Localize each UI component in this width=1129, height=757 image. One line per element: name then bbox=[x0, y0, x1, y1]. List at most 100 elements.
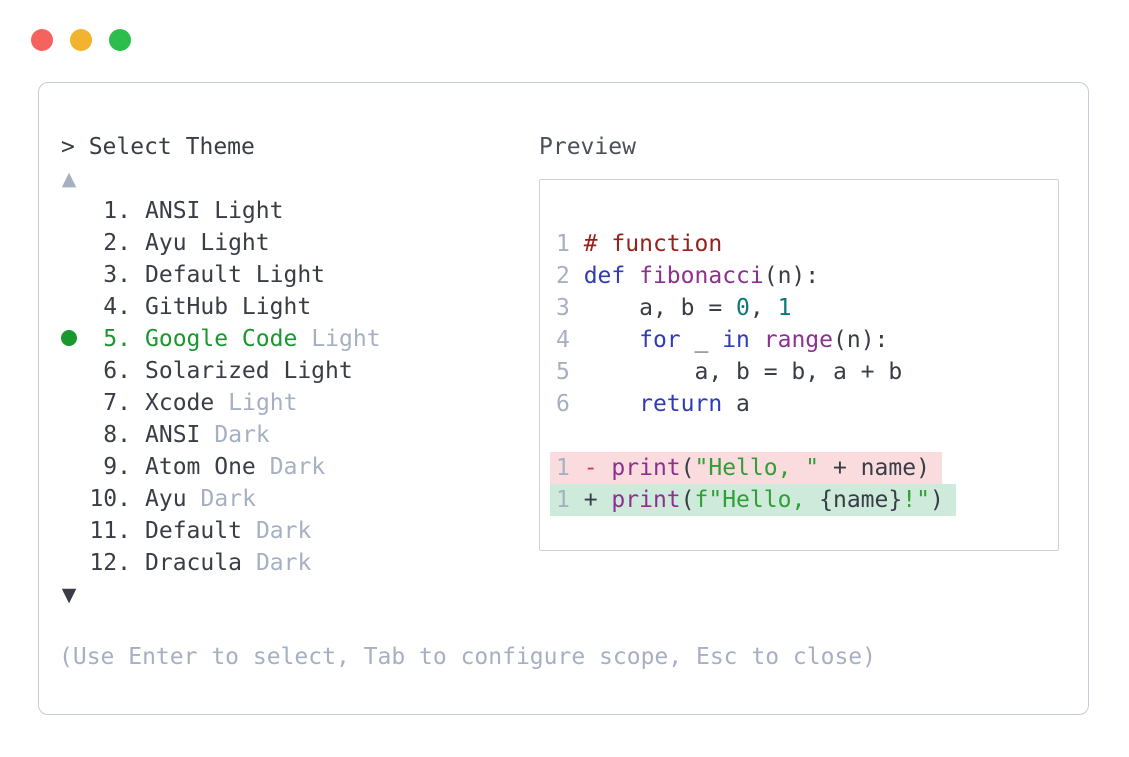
code-token-string: "Hello, " bbox=[694, 455, 820, 481]
theme-item-number: 4. bbox=[103, 294, 131, 320]
theme-item-variant: Light bbox=[228, 390, 298, 416]
code-token-plain: _ bbox=[680, 327, 723, 353]
code-token-keyword: def bbox=[583, 263, 626, 289]
code-token-plain: ) bbox=[929, 487, 944, 513]
blank-line bbox=[556, 420, 1058, 452]
theme-item-name: Default bbox=[145, 518, 242, 544]
theme-item-number: 5. bbox=[103, 326, 131, 352]
code-line: 4 for _ in range(n): bbox=[556, 324, 1058, 356]
theme-item-name: Default Light bbox=[145, 262, 326, 288]
theme-item-variant: Dark bbox=[269, 454, 326, 480]
code-token-plain bbox=[584, 391, 639, 417]
code-token-plain: , bbox=[749, 295, 778, 321]
code-token-function: print bbox=[611, 455, 681, 481]
zoom-button[interactable] bbox=[109, 29, 131, 51]
select-theme-prompt: > Select Theme bbox=[61, 134, 255, 160]
theme-item-name: GitHub Light bbox=[145, 294, 312, 320]
theme-item-variant: Light bbox=[311, 326, 381, 352]
theme-item-name: Atom One bbox=[145, 454, 256, 480]
code-token-plain bbox=[584, 327, 639, 353]
theme-item[interactable]: 12. Dracula Dark bbox=[59, 547, 529, 579]
code-token-plain: ( bbox=[680, 487, 695, 513]
diff-removed-line: 1 - print("Hello, " + name) bbox=[550, 452, 1058, 484]
code-token-number: 1 bbox=[777, 295, 792, 321]
code-token-function: print bbox=[611, 487, 681, 513]
code-token-plain: a bbox=[722, 391, 750, 417]
line-number: 1 bbox=[556, 455, 584, 481]
code-token-keyword: in bbox=[722, 327, 750, 353]
code-line: 2 def fibonacci(n): bbox=[556, 260, 1058, 292]
theme-item-name: Ayu bbox=[145, 486, 187, 512]
line-number: 3 bbox=[556, 295, 584, 321]
theme-item-number: 8. bbox=[103, 422, 131, 448]
code-token-plain: (n): bbox=[763, 263, 820, 289]
scroll-down-icon[interactable]: ▼ bbox=[61, 584, 77, 606]
theme-item-name: Dracula bbox=[145, 550, 242, 576]
code-token-plain: a, b = b, a + b bbox=[583, 359, 903, 385]
theme-item-variant: Dark bbox=[255, 550, 312, 576]
theme-item-name: Ayu Light bbox=[145, 230, 270, 256]
code-token-plain bbox=[625, 263, 639, 289]
code-token-plain: + name) bbox=[819, 455, 930, 481]
code-token-plain bbox=[750, 327, 764, 353]
code-token-string: !" bbox=[902, 487, 930, 513]
code-token-plain: (n): bbox=[833, 327, 889, 353]
code-line: 6 return a bbox=[556, 388, 1058, 420]
close-button[interactable] bbox=[31, 29, 53, 51]
theme-item[interactable]: 4. GitHub Light bbox=[59, 291, 529, 323]
code-line: 1 # function bbox=[556, 228, 1058, 260]
code-token-function: range bbox=[763, 327, 833, 353]
code-token-plain: a, b = bbox=[583, 295, 737, 321]
line-number: 2 bbox=[556, 263, 584, 289]
theme-item-number: 7. bbox=[103, 390, 131, 416]
theme-item[interactable]: 2. Ayu Light bbox=[59, 227, 529, 259]
theme-item[interactable]: 7. Xcode Light bbox=[59, 387, 529, 419]
theme-item-name: ANSI bbox=[145, 422, 201, 448]
code-token-function: fibonacci bbox=[639, 263, 764, 289]
code-token-plain: {name} bbox=[819, 487, 903, 513]
line-number: 4 bbox=[556, 327, 584, 353]
code-token-keyword: return bbox=[639, 391, 723, 417]
theme-item-name: Solarized Light bbox=[145, 358, 353, 384]
line-number: 5 bbox=[556, 359, 584, 385]
theme-item-name: Google Code bbox=[145, 326, 298, 352]
preview-title: Preview bbox=[539, 134, 636, 160]
theme-item-variant: Dark bbox=[200, 486, 256, 512]
theme-item-number: 6. bbox=[103, 358, 131, 384]
diff-added-line: 1 + print(f"Hello, {name}!") bbox=[550, 484, 1058, 516]
theme-item[interactable]: 1.ANSI Light bbox=[59, 195, 529, 227]
theme-item[interactable]: 6. Solarized Light bbox=[59, 355, 529, 387]
diff-added-highlight: 1 + print(f"Hello, {name}!") bbox=[550, 484, 956, 516]
code-line: 5 a, b = b, a + b bbox=[556, 356, 1058, 388]
code-token-plain: ( bbox=[680, 455, 695, 481]
diff-added-sign: + bbox=[583, 487, 612, 513]
line-number: 1 bbox=[556, 487, 584, 513]
selected-bullet-icon bbox=[59, 326, 79, 352]
theme-item-number: 1. bbox=[103, 198, 131, 224]
theme-item-number: 3. bbox=[103, 262, 131, 288]
help-text: (Use Enter to select, Tab to configure s… bbox=[59, 644, 876, 670]
minimize-button[interactable] bbox=[70, 29, 92, 51]
theme-item-name: Xcode bbox=[145, 390, 215, 416]
theme-item[interactable]: 10. Ayu Dark bbox=[59, 483, 529, 515]
theme-item-number: 9. bbox=[103, 454, 131, 480]
diff-removed-highlight: 1 - print("Hello, " + name) bbox=[550, 452, 942, 484]
theme-item-number: 11. bbox=[89, 518, 131, 544]
theme-item[interactable]: 5. Google Code Light bbox=[59, 323, 529, 355]
theme-item-number: 12. bbox=[89, 550, 131, 576]
theme-item[interactable]: 3. Default Light bbox=[59, 259, 529, 291]
diff-removed-sign: - bbox=[583, 455, 612, 481]
line-number: 1 bbox=[556, 231, 584, 257]
theme-item-number: 10. bbox=[89, 486, 131, 512]
line-number: 6 bbox=[556, 391, 584, 417]
window-controls bbox=[31, 29, 131, 51]
theme-item[interactable]: 9. Atom One Dark bbox=[59, 451, 529, 483]
scroll-up-icon[interactable]: ▲ bbox=[61, 168, 77, 190]
theme-item-number: 2. bbox=[103, 230, 131, 256]
